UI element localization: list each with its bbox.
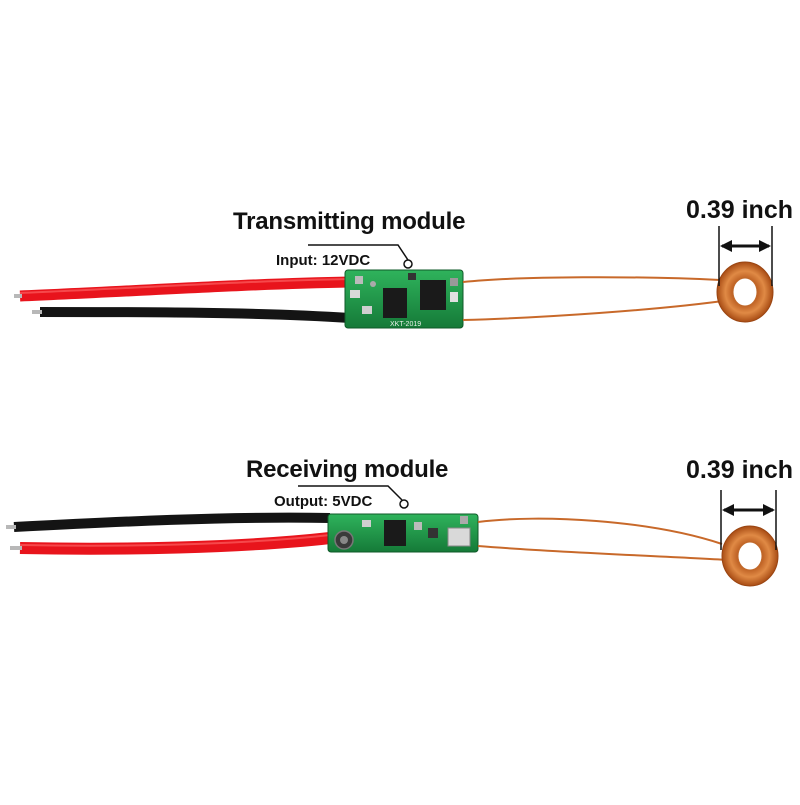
receiver-inductor [447,527,471,547]
receiver-coil-lead-top [477,517,723,545]
transmitter-board-marking: XKT-2019 [390,321,421,328]
receiver-coil-diameter: 0.39 inch [686,456,793,484]
transmitter-coil-lead-bottom [462,299,731,321]
receiver-spec: Output: 5VDC [274,493,373,510]
transmitter-assembly: XKT-2019 [14,226,774,329]
transmitter-coil-lead-top [462,276,721,283]
receiver-black-wire [13,512,331,532]
transmitter-black-wire [39,307,351,323]
transmitter-chip-1 [383,288,407,318]
transmitter-coil-diameter: 0.39 inch [686,196,793,224]
transmitter-callout-line [308,244,409,261]
transmitter-spec: Input: 12VDC [276,252,371,269]
receiver-coil-lead-bottom [477,545,729,561]
transmitter-chip-2 [420,280,446,310]
receiver-chip [384,520,406,546]
receiver-callout-dot [399,499,409,509]
receiver-red-wire [19,532,331,555]
transmitter-callout-dot [403,259,413,269]
receiver-assembly [6,485,779,587]
receiver-callout-line [298,485,403,501]
receiver-title: Receiving module [246,456,449,483]
transmitter-title: Transmitting module [233,208,466,235]
transmitter-red-wire [19,276,351,302]
